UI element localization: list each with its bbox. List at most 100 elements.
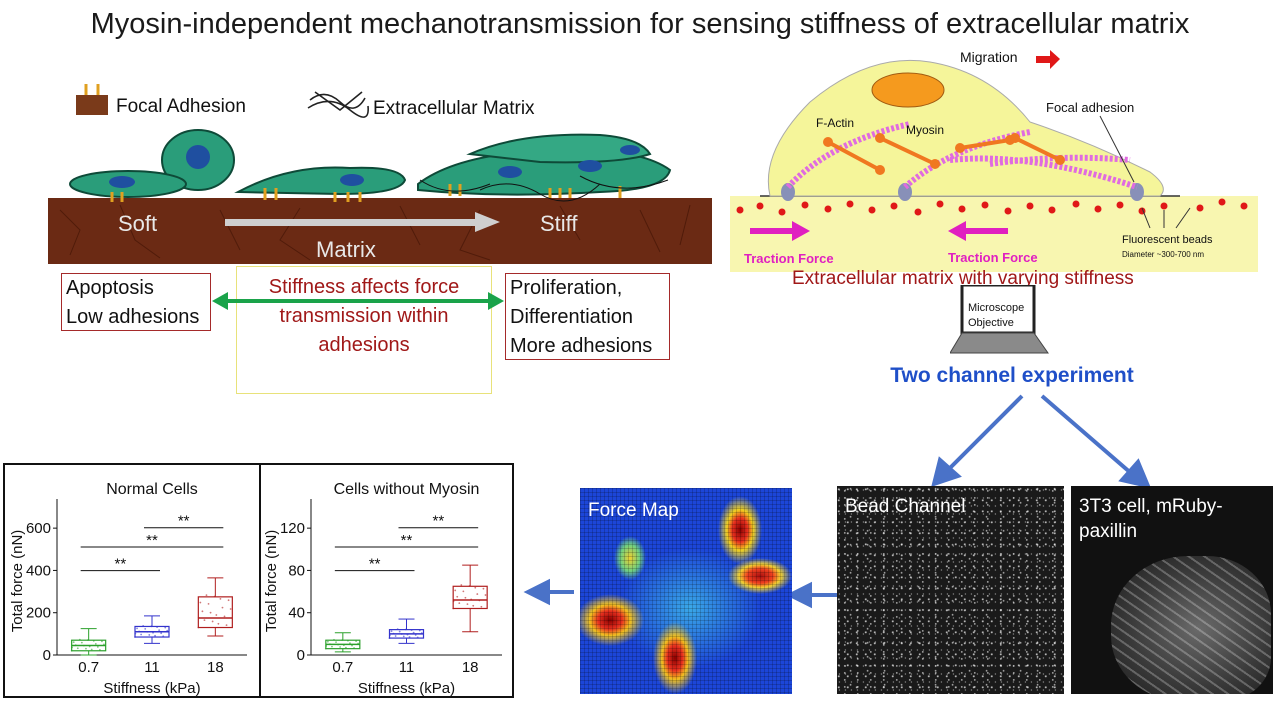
box-point — [460, 584, 463, 586]
f-actin-label: F-Actin — [816, 116, 854, 130]
significance-label: ** — [369, 556, 381, 573]
round-cell — [161, 129, 235, 191]
matrix-slab — [48, 198, 712, 264]
box-point — [217, 622, 220, 625]
legend-focal-adhesion: Focal Adhesion — [116, 96, 246, 117]
box-point — [462, 590, 465, 593]
charts-divider — [259, 465, 261, 696]
box-point — [474, 586, 477, 589]
stiff-label: Stiff — [540, 211, 578, 236]
significance-label: ** — [401, 532, 413, 549]
x-axis-label: Stiffness (kPa) — [358, 680, 455, 697]
microscope-objective: Microscope Objective — [950, 285, 1049, 354]
intermediate-cell — [234, 166, 407, 202]
box-point — [402, 635, 405, 638]
box-point — [464, 596, 467, 599]
focal-adhesion-label: Focal adhesion — [1046, 100, 1134, 115]
box-point — [219, 597, 222, 600]
box-point — [160, 632, 163, 635]
box-point — [225, 624, 228, 627]
microscope-label-1: Microscope — [968, 302, 1024, 314]
box-point — [144, 627, 147, 630]
low-stiffness-outcome-box: Apoptosis Low adhesions — [61, 273, 211, 331]
x-tick-label: 11 — [399, 659, 415, 676]
outcome-apoptosis: Apoptosis — [66, 277, 154, 299]
stiff-cells-cluster — [417, 133, 672, 202]
myosin-label: Myosin — [906, 123, 944, 137]
box-point — [454, 589, 457, 592]
traction-label-right: Traction Force — [948, 250, 1038, 265]
stiffness-arrow — [225, 212, 500, 232]
ecm-legend-icon — [307, 91, 369, 118]
box-point — [85, 647, 87, 650]
box-body — [197, 596, 233, 629]
box-point — [203, 619, 206, 621]
bead-channel-image: Bead Channel — [837, 486, 1064, 694]
box-point — [472, 604, 475, 607]
box-point — [339, 646, 342, 648]
box-point — [390, 630, 393, 633]
fluorescent-beads-label: Fluorescent beads — [1122, 234, 1213, 246]
outcome-low-adhesions: Low adhesions — [66, 306, 200, 328]
box-point — [94, 643, 97, 645]
box-point — [480, 605, 483, 608]
box-point — [458, 602, 461, 605]
center-line-1: Stiffness affects force — [268, 276, 460, 298]
box-point — [482, 587, 485, 590]
significance-label: ** — [114, 556, 126, 573]
box-point — [154, 634, 156, 637]
y-tick-label: 80 — [288, 562, 305, 579]
box-point — [484, 594, 487, 596]
page-title: Myosin-independent mechanotransmission f… — [90, 8, 1190, 40]
box-point — [215, 614, 218, 616]
box-point — [211, 620, 214, 623]
x-tick-label: 11 — [144, 659, 160, 676]
focal-adhesion-legend-icon — [76, 84, 108, 115]
x-tick-label: 18 — [462, 659, 479, 676]
box-point — [72, 641, 75, 644]
soft-spread-cell — [69, 170, 187, 202]
soft-label: Soft — [118, 211, 157, 236]
box-point — [223, 615, 226, 618]
x-tick-label: 0.7 — [78, 659, 99, 676]
box-point — [148, 634, 151, 636]
traction-schematic: F-Actin Myosin Focal adhesion Migration … — [730, 49, 1258, 289]
box-18 — [197, 577, 233, 637]
nucleus — [871, 72, 945, 108]
bead-channel-label: Bead Channel — [845, 496, 966, 517]
center-line-3: adhesions — [318, 334, 410, 356]
ecm-caption: Extracellular matrix with varying stiffn… — [792, 268, 1134, 289]
box-point — [476, 593, 479, 595]
box-point — [412, 631, 415, 634]
box-point — [76, 647, 79, 650]
legend-extracellular-matrix: Extracellular Matrix — [373, 98, 535, 119]
double-green-arrow — [212, 292, 504, 310]
bead-dots — [736, 198, 1248, 216]
box-point — [201, 610, 204, 613]
box-point — [90, 648, 93, 651]
box-point — [398, 630, 401, 633]
y-tick-label: 600 — [26, 520, 51, 537]
outcome-differentiation: Differentiation — [510, 306, 634, 328]
box-18 — [452, 564, 488, 633]
box-point — [207, 603, 210, 605]
box-body — [452, 585, 488, 610]
microscope-label-2: Objective — [968, 317, 1014, 329]
cell-channel-label-line-1: 3T3 cell, mRuby- — [1079, 496, 1223, 517]
box-point — [221, 606, 224, 609]
traction-arrow-left — [750, 221, 810, 241]
two-channel-title: Two channel experiment — [890, 364, 1134, 387]
significance-label: ** — [146, 532, 158, 549]
box-point — [158, 629, 161, 632]
y-tick-label: 0 — [297, 647, 305, 664]
y-axis-label: Total force (nN) — [263, 530, 280, 633]
box-point — [96, 646, 99, 648]
chart-title: Normal Cells — [106, 481, 198, 498]
matrix-label: Matrix — [316, 237, 376, 262]
y-tick-label: 120 — [280, 520, 305, 537]
box-11 — [388, 618, 425, 644]
box-point — [456, 595, 459, 598]
cell-channel-label: 3T3 cell, mRuby- paxillin — [1079, 494, 1223, 544]
chart-title: Cells without Myosin — [334, 481, 480, 498]
